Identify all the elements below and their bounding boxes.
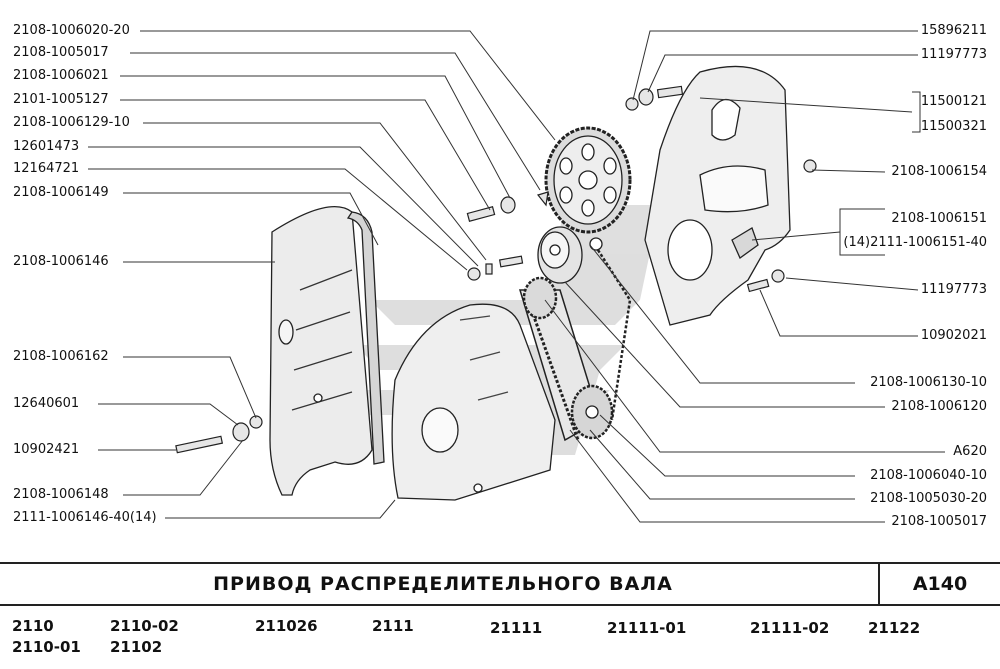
model-label: 21111-02 [750, 619, 830, 637]
part-label-left-3: 2108-1006021 [13, 68, 109, 83]
timing-drive-diagram [88, 30, 945, 523]
part-label-left-13: 2108-1006148 [13, 487, 109, 502]
leader-lines-right [544, 30, 945, 523]
part-label-right-15: 2108-1005017 [891, 514, 987, 529]
part-label-left-12: 10902421 [13, 442, 80, 457]
part-label-right-11: 2108-1006120 [891, 399, 987, 414]
outer-timing-cover [269, 206, 385, 496]
part-label-right-2: 11197773 [920, 47, 987, 62]
model-label: 211026 [255, 617, 318, 635]
crankshaft-pulley [522, 276, 614, 440]
rear-timing-cover [391, 303, 556, 501]
part-label-left-14: 2111-1006146-40(14) [13, 510, 157, 525]
part-label-left-5: 2108-1006129-10 [13, 115, 130, 130]
rear-cover-plate [644, 65, 791, 326]
part-label-right-8: 11197773 [920, 282, 987, 297]
part-label-right-6: 2108-1006151 [891, 211, 987, 226]
part-label-left-8: 2108-1006149 [13, 185, 109, 200]
model-label: 2110-02 [110, 617, 179, 635]
part-label-left-9: 2108-1006146 [13, 254, 109, 269]
model-label: 21111-01 [607, 619, 687, 637]
part-label-right-13: 2108-1006040-10 [870, 468, 987, 483]
model-label: 2111 [372, 617, 414, 635]
part-label-left-6: 12601473 [13, 139, 80, 154]
part-label-left-7: 12164721 [13, 161, 80, 176]
title-divider [878, 564, 880, 604]
model-label: 2110-01 [12, 638, 81, 656]
diagram-code: А140 [912, 573, 968, 595]
model-label: 21122 [868, 619, 921, 637]
part-label-right-4: 11500321 [920, 119, 987, 134]
part-label-left-11: 12640601 [13, 396, 80, 411]
part-label-right-1: 15896211 [920, 23, 987, 38]
part-label-right-9: 10902021 [920, 328, 987, 343]
part-label-right-5: 2108-1006154 [891, 164, 987, 179]
leader-lines-left [88, 30, 556, 519]
part-label-right-10: 2108-1006130-10 [870, 375, 987, 390]
part-label-left-4: 2101-1005127 [13, 92, 109, 107]
part-label-right-3: 11500121 [920, 94, 987, 109]
part-label-left-1: 2108-1006020-20 [13, 23, 130, 38]
camshaft-pulley [544, 126, 632, 234]
part-label-right-12: А620 [953, 444, 987, 459]
title-bar: ПРИВОД РАСПРЕДЕЛИТЕЛЬНОГО ВАЛА А140 [0, 562, 1000, 606]
page-title: ПРИВОД РАСПРЕДЕЛИТЕЛЬНОГО ВАЛА [213, 573, 673, 595]
part-label-left-10: 2108-1006162 [13, 349, 109, 364]
tensioner-roller [537, 226, 603, 284]
fasteners [175, 85, 817, 454]
part-label-right-14: 2108-1005030-20 [870, 491, 987, 506]
model-label: 2110 [12, 617, 54, 635]
model-label: 21102 [110, 638, 163, 656]
part-label-left-2: 2108-1005017 [13, 45, 109, 60]
model-label: 21111 [490, 619, 543, 637]
part-label-right-7: (14)2111-1006151-40 [843, 235, 987, 250]
